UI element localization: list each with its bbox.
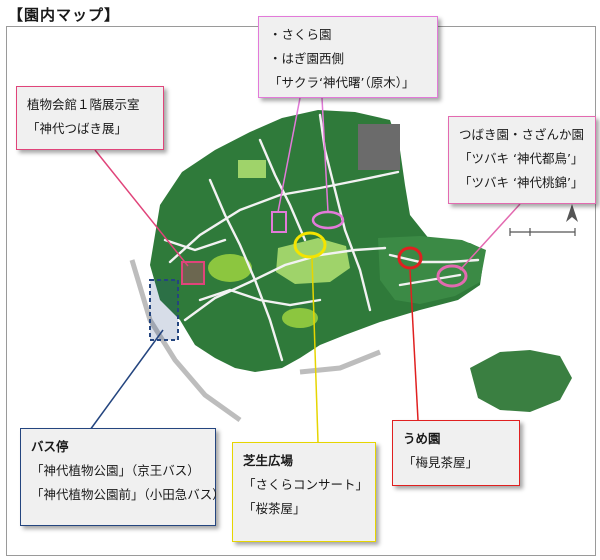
callout-ume-line-1: うめ園 xyxy=(403,431,441,446)
buildings-block xyxy=(358,124,400,170)
aquatic-garden-area xyxy=(470,350,572,412)
callout-lawn-line-2: 「さくらコンサート」 xyxy=(243,476,369,492)
callout-sakura-line-2: ・はぎ園西側 xyxy=(269,50,345,66)
annex-area xyxy=(378,236,486,304)
callout-tsubaki-line-2: 「ツバキ ‘神代都鳥’」 xyxy=(459,150,584,166)
callout-plant-hall-line-1: 植物会館１階展示室 xyxy=(27,97,140,112)
callout-tsubaki-line-3: 「ツバキ ‘神代桃錦’」 xyxy=(459,174,584,190)
sakura-marker-2 xyxy=(271,211,287,233)
shibafu-marker xyxy=(293,231,327,259)
leader-lines xyxy=(89,97,521,443)
callout-sakura-line-1: ・さくら園 xyxy=(269,27,332,42)
pond xyxy=(238,160,266,178)
callout-bus-line-1: バス停 xyxy=(31,439,69,454)
callout-bus-line-2: 「神代植物公園」（京王バス） xyxy=(31,462,200,478)
callout-lawn-plaza: 芝生広場 「さくらコンサート」 「桜茶屋」 xyxy=(232,442,376,542)
ume-marker xyxy=(397,246,423,270)
callout-ume-garden: うめ園 「梅見茶屋」 xyxy=(392,420,520,486)
callout-sakura-garden: ・さくら園 ・はぎ園西側 「サクラ‘神代曙’（原木）」 xyxy=(258,16,438,98)
callout-tsubaki-line-1: つばき園・さざんか園 xyxy=(459,127,585,142)
callout-lawn-line-3: 「桜茶屋」 xyxy=(243,500,306,516)
tsubaki-marker xyxy=(436,264,468,288)
page-title: 【園内マップ】 xyxy=(8,6,121,24)
callout-bus-stop: バス停 「神代植物公園」（京王バス） 「神代植物公園前」（小田急バス） xyxy=(20,428,225,526)
lawn-field-2 xyxy=(208,254,252,282)
roads xyxy=(129,259,381,423)
callout-lawn-line-1: 芝生広場 xyxy=(243,453,294,468)
callout-plant-hall-line-2: 「神代つばき展」 xyxy=(27,120,128,136)
shokubutsu-marker xyxy=(181,261,205,285)
scale-bar xyxy=(509,228,576,236)
bus-stop-marker xyxy=(149,279,179,341)
callout-sakura-line-3: 「サクラ‘神代曙’（原木）」 xyxy=(269,74,415,90)
lawn-field-3 xyxy=(282,308,318,328)
callout-tsubaki-garden: つばき園・さざんか園 「ツバキ ‘神代都鳥’」 「ツバキ ‘神代桃錦’」 xyxy=(448,116,596,204)
north-arrow-icon xyxy=(566,204,578,222)
callout-bus-line-3: 「神代植物公園前」（小田急バス） xyxy=(31,486,225,502)
callout-plant-hall: 植物会館１階展示室 「神代つばき展」 xyxy=(16,86,164,150)
callout-ume-line-2: 「梅見茶屋」 xyxy=(403,454,479,470)
